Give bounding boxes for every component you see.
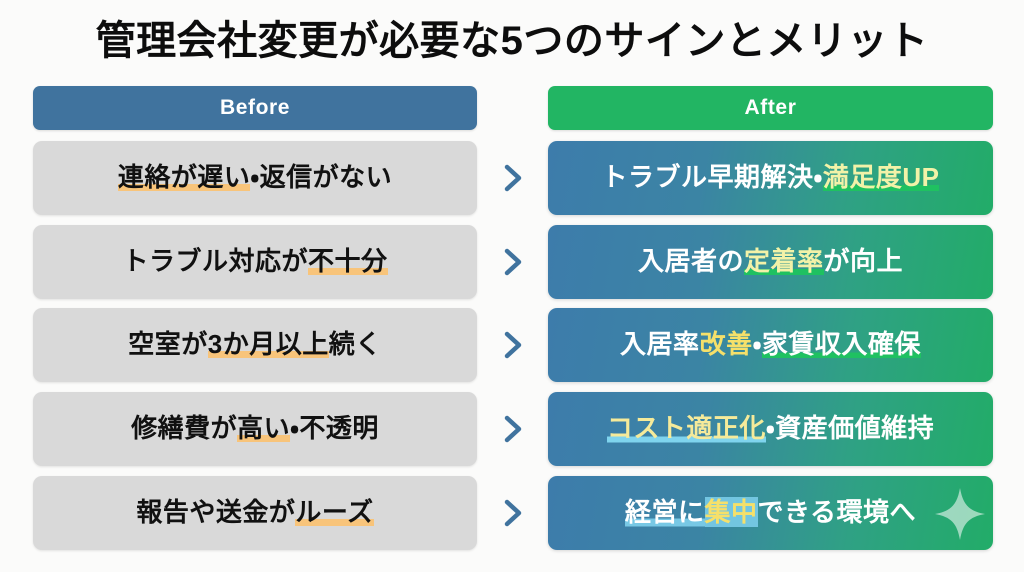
before-cell-text: 空室が3か月以上続く bbox=[128, 329, 382, 360]
after-cell: 入居者の定着率が向上 bbox=[548, 225, 993, 299]
text-segment: 改善 bbox=[699, 329, 753, 360]
text-segment: 修繕費が bbox=[131, 413, 238, 444]
text-segment: 報告や送金が bbox=[136, 497, 296, 528]
text-segment: 連絡が遅い bbox=[117, 162, 251, 193]
text-segment: 不十分 bbox=[308, 246, 388, 277]
text-segment: 入居率 bbox=[620, 329, 700, 360]
text-segment: 空室が bbox=[128, 329, 208, 360]
after-cell: 経営に集中できる環境へ bbox=[548, 476, 993, 550]
column-header-before-label: Before bbox=[219, 96, 291, 119]
after-cell: 入居率改善・家賃収入確保 bbox=[548, 308, 993, 382]
chevron-right-icon bbox=[494, 494, 532, 532]
chevron-right-icon bbox=[494, 159, 532, 197]
after-cell-text: 入居者の定着率が向上 bbox=[637, 246, 904, 277]
text-segment: 定着率 bbox=[743, 246, 824, 277]
after-cell-text: 入居率改善・家賃収入確保 bbox=[620, 329, 921, 360]
sparkle-star-icon bbox=[933, 486, 987, 542]
text-segment: ・返信がない bbox=[250, 162, 393, 193]
before-cell: 修繕費が高い・不透明 bbox=[33, 392, 477, 466]
after-cell-text: トラブル早期解決・満足度UP bbox=[601, 162, 940, 193]
text-segment: できる環境へ bbox=[757, 497, 916, 528]
comparison-row: 修繕費が高い・不透明 コスト適正化・資産価値維持 bbox=[0, 392, 1024, 466]
chevron-right-icon bbox=[494, 326, 532, 364]
before-cell-text: 連絡が遅い・返信がない bbox=[117, 162, 393, 193]
text-segment: 満足度UP bbox=[822, 162, 940, 193]
after-cell-text: 経営に集中できる環境へ bbox=[624, 497, 916, 528]
text-segment: 3か月以上 bbox=[207, 329, 329, 360]
text-segment: ・資産価値維持 bbox=[765, 413, 935, 444]
text-segment: ・不透明 bbox=[290, 413, 379, 444]
comparison-row: トラブル対応が不十分 入居者の定着率が向上 bbox=[0, 225, 1024, 299]
before-cell: 空室が3か月以上続く bbox=[33, 308, 477, 382]
text-segment: 集中 bbox=[704, 497, 758, 528]
text-segment: 高い bbox=[237, 413, 291, 444]
before-cell: 連絡が遅い・返信がない bbox=[33, 141, 477, 215]
text-segment: ルーズ bbox=[295, 497, 374, 528]
column-header-after: After bbox=[548, 86, 993, 130]
text-segment: が向上 bbox=[823, 246, 904, 277]
text-segment: 家賃収入確保 bbox=[761, 329, 921, 360]
chevron-right-icon bbox=[494, 243, 532, 281]
comparison-row: 報告や送金がルーズ 経営に集中できる環境へ bbox=[0, 476, 1024, 550]
page-title: 管理会社変更が必要な5つのサインとメリット bbox=[95, 19, 929, 63]
text-segment: ・ bbox=[752, 329, 762, 360]
before-cell-text: トラブル対応が不十分 bbox=[122, 246, 388, 277]
before-cell-text: 修繕費が高い・不透明 bbox=[131, 413, 379, 444]
before-cell: トラブル対応が不十分 bbox=[33, 225, 477, 299]
after-cell-text: コスト適正化・資産価値維持 bbox=[606, 413, 935, 444]
before-cell-text: 報告や送金がルーズ bbox=[136, 497, 374, 528]
before-cell: 報告や送金がルーズ bbox=[33, 476, 477, 550]
column-header-before: Before bbox=[33, 86, 477, 130]
after-cell: コスト適正化・資産価値維持 bbox=[548, 392, 993, 466]
text-segment: 経営に bbox=[624, 497, 705, 528]
text-segment: 入居者の bbox=[637, 246, 744, 277]
chevron-right-icon bbox=[494, 410, 532, 448]
text-segment: 続く bbox=[328, 329, 382, 360]
after-cell: トラブル早期解決・満足度UP bbox=[548, 141, 993, 215]
text-segment: トラブル対応が bbox=[122, 246, 308, 277]
comparison-row: 空室が3か月以上続く 入居率改善・家賃収入確保 bbox=[0, 308, 1024, 382]
text-segment: トラブル早期解決・ bbox=[601, 162, 823, 193]
column-header-after-label: After bbox=[744, 96, 797, 119]
comparison-row: 連絡が遅い・返信がない トラブル早期解決・満足度UP bbox=[0, 141, 1024, 215]
text-segment: コスト適正化 bbox=[606, 413, 766, 444]
